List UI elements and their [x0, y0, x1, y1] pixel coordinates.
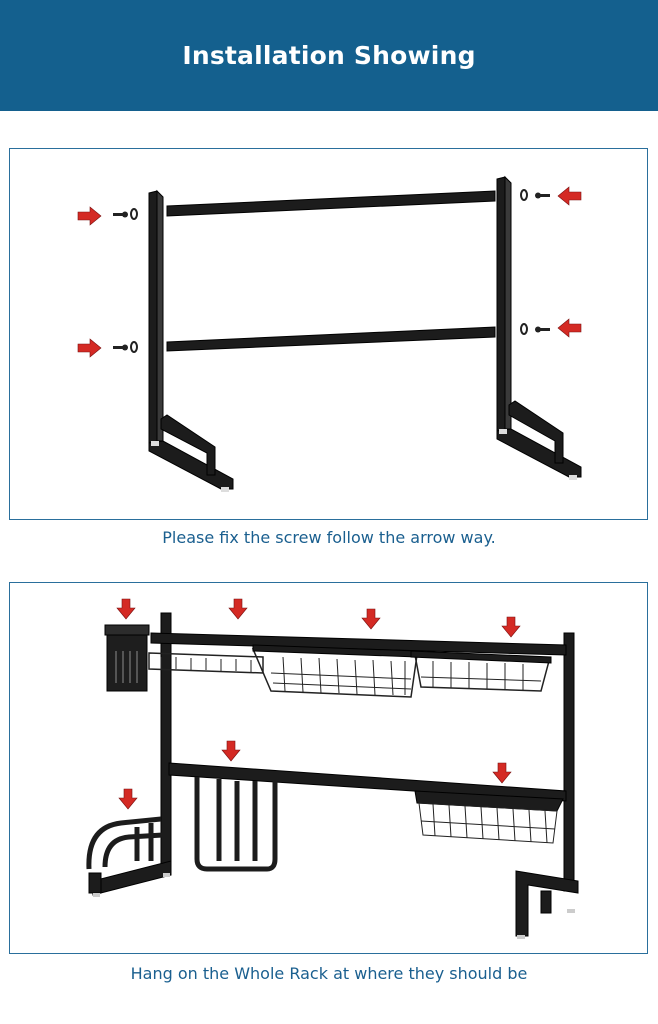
top-rail [150, 632, 567, 656]
left-post [148, 190, 158, 444]
arrow-left-icon [557, 186, 582, 206]
arrow-down-icon [501, 616, 521, 638]
board-holder [194, 777, 278, 872]
assembled-rack-illustration [86, 598, 579, 939]
arrow-down-icon [228, 598, 248, 620]
bottom-bar [166, 326, 496, 352]
top-bar [166, 190, 496, 217]
arrow-right-icon [77, 206, 102, 226]
step-2-caption: Hang on the Whole Rack at where they sho… [130, 964, 528, 983]
assembled-rack-panel [9, 582, 648, 954]
right-post [563, 632, 575, 892]
arrow-down-icon [361, 608, 381, 630]
lower-basket [414, 790, 564, 844]
step-1-caption: Please fix the screw follow the arrow wa… [162, 528, 496, 547]
page-header: Installation Showing [0, 0, 658, 111]
right-post [496, 176, 506, 432]
page-title: Installation Showing [182, 40, 476, 70]
arrow-down-icon [221, 740, 241, 762]
cutting-board-holder [86, 816, 164, 870]
arrow-down-icon [492, 762, 512, 784]
arrow-left-icon [557, 318, 582, 338]
rack-frame-illustration [77, 175, 582, 492]
arrow-down-icon [116, 598, 136, 620]
middle-rail [168, 762, 567, 802]
screw-top-left [113, 208, 138, 220]
screw-bottom-left [113, 341, 138, 353]
utensil-holder [104, 624, 150, 692]
arrow-down-icon [118, 788, 138, 810]
arrow-right-icon [77, 338, 102, 358]
frame-illustration-panel [9, 148, 648, 520]
screw-top-right [520, 189, 550, 201]
screw-bottom-right [520, 323, 550, 335]
